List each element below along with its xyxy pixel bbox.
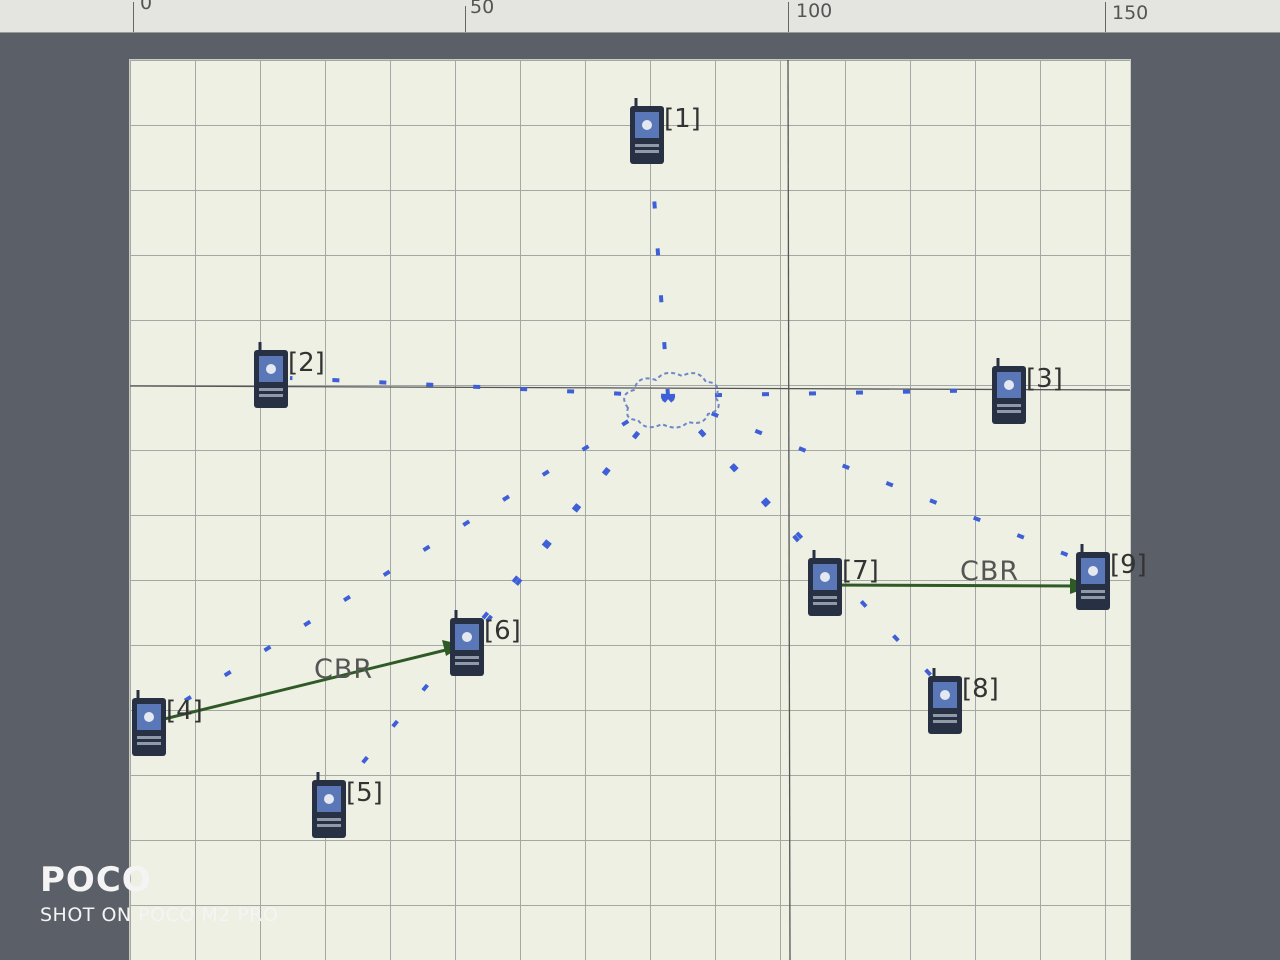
flow-label-7-9: CBR xyxy=(960,556,1020,587)
mobile-node-6[interactable]: [6] xyxy=(448,610,521,680)
phone-icon xyxy=(312,772,346,838)
flow-arrow-4-6 xyxy=(151,646,455,724)
route-to-node-5 xyxy=(338,394,670,792)
simulation-canvas[interactable]: CBR CBR [1] [2] xyxy=(130,60,1147,960)
node-label-1: [1] xyxy=(664,104,701,134)
node-label-9: [9] xyxy=(1110,550,1147,580)
phone-icon xyxy=(132,690,166,756)
node-label-3: [3] xyxy=(1026,364,1063,394)
phone-icon xyxy=(1076,544,1110,610)
ruler-label-50: 50 xyxy=(470,0,495,18)
mobile-node-5[interactable]: [5] xyxy=(310,772,383,842)
node-label-7: [7] xyxy=(842,556,879,586)
mobile-node-3[interactable]: [3] xyxy=(990,358,1063,428)
camera-watermark: POCO SHOT ON POCO M2 PRO xyxy=(40,860,278,926)
ruler-tick xyxy=(1105,2,1106,32)
mobile-node-4[interactable]: [4] xyxy=(130,690,203,760)
node-label-6: [6] xyxy=(484,616,521,646)
mobile-node-1[interactable]: [1] xyxy=(628,98,701,168)
node-label-2: [2] xyxy=(288,348,325,378)
phone-icon xyxy=(450,610,484,676)
mobile-node-7[interactable]: [7] xyxy=(806,550,879,620)
ruler-tick xyxy=(465,6,466,32)
watermark-brand: POCO xyxy=(40,860,152,900)
route-lines xyxy=(168,139,1081,792)
ruler-label-0: 0 xyxy=(140,0,153,14)
phone-icon xyxy=(254,342,288,408)
ruler-tick xyxy=(133,2,134,32)
phone-icon xyxy=(992,358,1026,424)
node-label-8: [8] xyxy=(962,674,999,704)
ruler-tick xyxy=(788,2,789,32)
route-to-node-7 xyxy=(666,394,822,567)
watermark-caption: SHOT ON POCO M2 PRO xyxy=(40,904,279,926)
route-to-node-8 xyxy=(666,394,942,687)
flow-arrow-7-9 xyxy=(825,583,1081,588)
route-to-node-4 xyxy=(168,394,670,712)
axis-vertical xyxy=(787,60,791,960)
route-to-node-1 xyxy=(648,139,670,397)
ruler-label-100: 100 xyxy=(796,0,833,22)
cloud-icon xyxy=(623,371,720,429)
route-to-node-2 xyxy=(289,376,669,398)
phone-icon xyxy=(808,550,842,616)
mobile-node-9[interactable]: [9] xyxy=(1074,544,1147,614)
top-ruler: 0 50 100 150 xyxy=(0,0,1280,33)
mobile-node-2[interactable]: [2] xyxy=(252,342,325,412)
node-label-4: [4] xyxy=(166,696,203,726)
phone-icon xyxy=(928,668,962,734)
phone-icon xyxy=(630,98,664,164)
axis-horizontal xyxy=(130,385,1130,391)
ruler-label-150: 150 xyxy=(1112,2,1149,24)
route-to-node-6 xyxy=(478,394,670,632)
mobile-node-8[interactable]: [8] xyxy=(926,668,999,738)
flow-label-4-6: CBR xyxy=(314,654,374,685)
node-label-5: [5] xyxy=(346,778,383,808)
topology-overlay xyxy=(130,60,1130,960)
